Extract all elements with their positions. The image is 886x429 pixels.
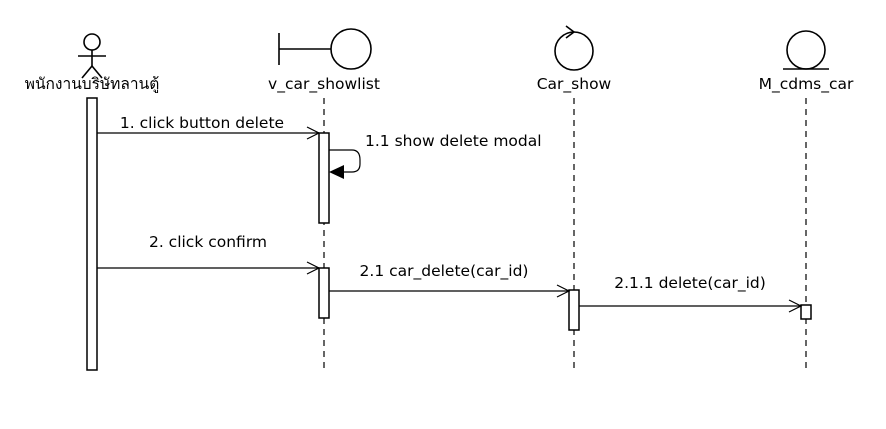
actor-label: พนักงานบริษัทลานตู้ [25, 75, 160, 94]
entity-activation-bar [800, 304, 812, 320]
message-1 [97, 126, 321, 140]
entity-label: M_cdms_car [759, 75, 854, 94]
boundary-activation-bar-2 [318, 267, 330, 319]
entity-icon [783, 30, 829, 70]
message-1-label: 1. click button delete [120, 114, 284, 132]
control-icon [554, 25, 594, 71]
boundary-label: v_car_showlist [268, 75, 380, 94]
control-activation-bar [568, 289, 580, 331]
message-1-1-label: 1.1 show delete modal [365, 132, 542, 150]
message-2-1-1-label: 2.1.1 delete(car_id) [614, 274, 766, 293]
message-2 [97, 261, 321, 275]
boundary-activation-bar-1 [318, 132, 330, 224]
actor-activation-bar [86, 97, 98, 371]
message-2-1-label: 2.1 car_delete(car_id) [360, 262, 529, 281]
actor-icon [78, 33, 106, 79]
message-2-label: 2. click confirm [149, 233, 267, 251]
control-label: Car_show [537, 75, 612, 94]
message-2-1-1 [579, 299, 803, 313]
message-2-1 [329, 284, 571, 298]
boundary-icon [278, 28, 372, 70]
message-1-1 [329, 149, 361, 179]
